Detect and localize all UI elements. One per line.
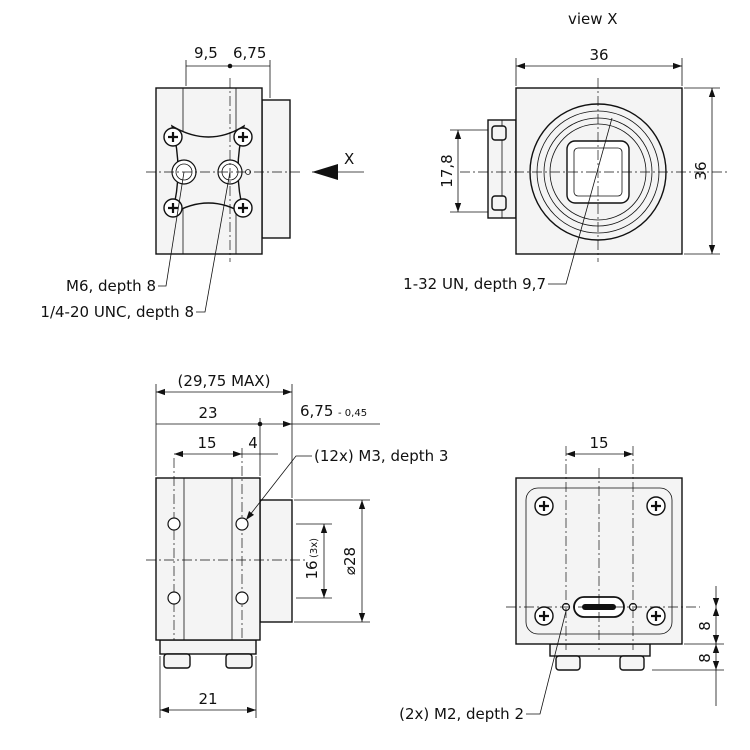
callout-m3: (12x) M3, depth 3 bbox=[314, 447, 448, 465]
top-right-view: view X 36 36 17,8 1-32 UN, depth 9,7 bbox=[403, 10, 730, 293]
dim-29-75-max: (29,75 MAX) bbox=[178, 372, 271, 390]
x-arrow-label: X bbox=[344, 150, 354, 168]
dim-16-note: (3x) bbox=[309, 538, 320, 558]
dim-6-75: 6,75 bbox=[300, 402, 333, 420]
dim-16: 16 bbox=[303, 560, 321, 579]
view-x-arrow bbox=[312, 164, 338, 180]
dim-6-75: 6,75 bbox=[233, 44, 266, 62]
dim-23: 23 bbox=[198, 404, 217, 422]
screw-icon bbox=[232, 197, 254, 219]
callout-m2: (2x) M2, depth 2 bbox=[399, 705, 524, 723]
dim-21: 21 bbox=[198, 690, 217, 708]
m3-hole bbox=[167, 591, 181, 605]
top-left-view: 9,5 6,75 X M6, depth 8 1/4-20 UNC, depth… bbox=[40, 44, 364, 321]
lens-mount-side bbox=[261, 99, 291, 239]
m3-hole bbox=[235, 517, 249, 531]
dim-tolerance: - 0,45 bbox=[338, 408, 367, 419]
bottom-left-view: (29,75 MAX) 23 6,75 - 0,45 15 4 (12x) M3… bbox=[146, 372, 448, 718]
m3-hole bbox=[235, 591, 249, 605]
screw-icon bbox=[533, 605, 555, 627]
bottom-right-view: 15 8 8 (2x) M2, depth 2 bbox=[399, 434, 724, 723]
callout-m6: M6, depth 8 bbox=[66, 277, 156, 295]
dim-8-lower: 8 bbox=[696, 653, 714, 663]
dim-15: 15 bbox=[589, 434, 608, 452]
screw-icon bbox=[645, 495, 667, 517]
dim-8-upper: 8 bbox=[696, 621, 714, 631]
lens-mount-side bbox=[259, 499, 293, 623]
view-x-title: view X bbox=[568, 10, 618, 28]
dim-height-36: 36 bbox=[692, 161, 710, 180]
screw-icon bbox=[162, 126, 184, 148]
dim-17-8: 17,8 bbox=[438, 154, 456, 187]
callout-thread: 1-32 UN, depth 9,7 bbox=[403, 275, 546, 293]
dim-diameter-28: ⌀28 bbox=[341, 547, 359, 575]
screw-icon bbox=[645, 605, 667, 627]
m3-hole bbox=[167, 517, 181, 531]
screw-icon bbox=[232, 126, 254, 148]
dim-4: 4 bbox=[248, 434, 258, 452]
callout-unc: 1/4-20 UNC, depth 8 bbox=[40, 303, 194, 321]
dim-15: 15 bbox=[197, 434, 216, 452]
dim-9-5: 9,5 bbox=[194, 44, 218, 62]
camera-body-side bbox=[155, 477, 261, 641]
screw-icon bbox=[533, 495, 555, 517]
dim-width-36: 36 bbox=[589, 46, 608, 64]
